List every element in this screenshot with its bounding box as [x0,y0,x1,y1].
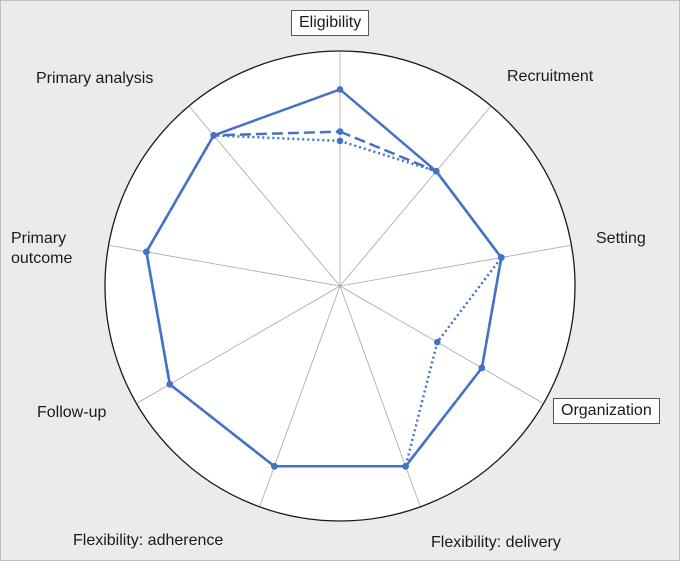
axis-label-eligibility: Eligibility [291,10,370,36]
radar-spoke [339,106,491,287]
radar-series-line-dashed [145,130,503,468]
radar-point-dotted [336,137,344,145]
axis-label-primary-analysis: Primary analysis [36,70,154,87]
axis-label-recruitment: Recruitment [507,68,594,85]
radar-point-dotted [498,254,505,261]
radar-point-dotted [210,132,217,139]
radar-point-dotted [143,248,150,256]
radar-point-dotted [402,463,409,470]
axis-label-flexibility-adherence: Flexibility: adherence [73,532,224,549]
radar-point-solid [336,86,344,93]
axis-label-follow-up: Follow-up [37,404,107,421]
radar-point-dotted [433,338,441,346]
axis-label-setting: Setting [596,230,646,247]
radar-spoke [339,285,543,404]
radar-point-dashed [336,128,344,135]
radar-point-dotted [432,167,440,175]
axis-label-primary-outcome: Primary outcome [11,230,73,267]
radar-point-dotted [271,463,278,470]
radar-point-dotted [166,380,174,388]
radar-point-dashed [478,364,486,372]
radar-series-line-dotted [145,134,503,468]
radar-spoke [339,244,571,287]
axis-label-flexibility-delivery: Flexibility: delivery [431,534,561,551]
axis-label-organization: Organization [553,398,660,424]
